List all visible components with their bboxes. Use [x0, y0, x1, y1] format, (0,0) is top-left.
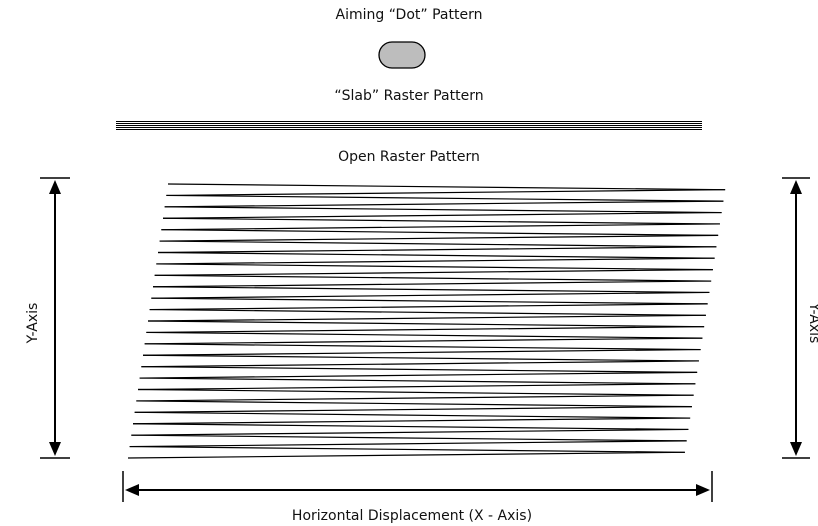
- raster-scan-line: [156, 257, 715, 265]
- raster-scan-line: [154, 269, 713, 276]
- raster-scan-line: [132, 423, 689, 431]
- raster-scan-line: [141, 366, 698, 373]
- raster-scan-line: [166, 194, 724, 202]
- raster-scan-line: [164, 200, 724, 208]
- open-raster-title: Open Raster Pattern: [338, 149, 480, 165]
- raster-scan-line: [137, 383, 696, 391]
- raster-scan-line: [162, 217, 720, 225]
- raster-scan-line: [136, 394, 694, 402]
- raster-scan-line: [161, 223, 720, 231]
- aiming-dot-shape: [378, 41, 426, 69]
- aiming-dot-title: Aiming “Dot” Pattern: [336, 7, 483, 23]
- raster-scan-line: [156, 263, 713, 271]
- raster-scan-line: [157, 246, 717, 254]
- left-y-axis-indicator: [40, 177, 70, 459]
- raster-scan-line: [167, 183, 726, 191]
- raster-scan-line: [134, 406, 692, 413]
- raster-scan-line: [131, 428, 689, 436]
- raster-scan-line: [149, 303, 708, 311]
- open-raster-pattern: [127, 183, 726, 459]
- raster-scan-line: [144, 343, 701, 351]
- x-axis-label: Horizontal Displacement (X - Axis): [292, 508, 532, 524]
- slab-raster-pattern: [116, 121, 702, 130]
- raster-scan-line: [136, 400, 692, 408]
- raster-scan-line: [152, 280, 712, 288]
- raster-scan-line: [139, 377, 696, 385]
- raster-scan-line: [147, 314, 706, 322]
- raster-scan-line: [137, 388, 694, 396]
- raster-scan-line: [164, 206, 722, 214]
- raster-scan-line: [166, 189, 726, 197]
- raster-scan-line: [146, 326, 705, 334]
- raster-scan-line: [161, 229, 719, 236]
- raster-scan-line: [142, 354, 699, 362]
- raster-scan-line: [159, 234, 719, 242]
- raster-scan-line: [144, 337, 703, 345]
- raster-scan-line: [152, 286, 710, 294]
- raster-scan-line: [131, 434, 687, 442]
- raster-scan-line: [141, 360, 699, 368]
- raster-scan-line: [142, 348, 701, 356]
- raster-scan-line: [146, 331, 703, 339]
- raster-scan-line: [162, 211, 722, 219]
- raster-scan-line: [129, 440, 687, 448]
- raster-scan-line: [132, 417, 691, 425]
- raster-scan-line: [127, 451, 685, 459]
- slab-raster-title: “Slab” Raster Pattern: [334, 88, 483, 104]
- raster-scan-line: [151, 297, 708, 305]
- raster-scan-line: [147, 320, 705, 328]
- right-y-axis-label: Y-Axis: [806, 302, 818, 344]
- raster-scan-line: [139, 371, 698, 379]
- raster-scan-line: [151, 291, 710, 299]
- raster-scan-line: [157, 251, 715, 259]
- raster-scan-line: [149, 308, 706, 316]
- left-y-axis-label: Y-Axis: [25, 303, 41, 345]
- raster-scan-line: [129, 445, 685, 453]
- raster-scan-line: [134, 411, 691, 419]
- raster-scan-line: [159, 240, 717, 248]
- x-axis-indicator: [122, 471, 713, 502]
- raster-scan-line: [154, 274, 712, 282]
- right-y-axis-indicator: [782, 177, 810, 459]
